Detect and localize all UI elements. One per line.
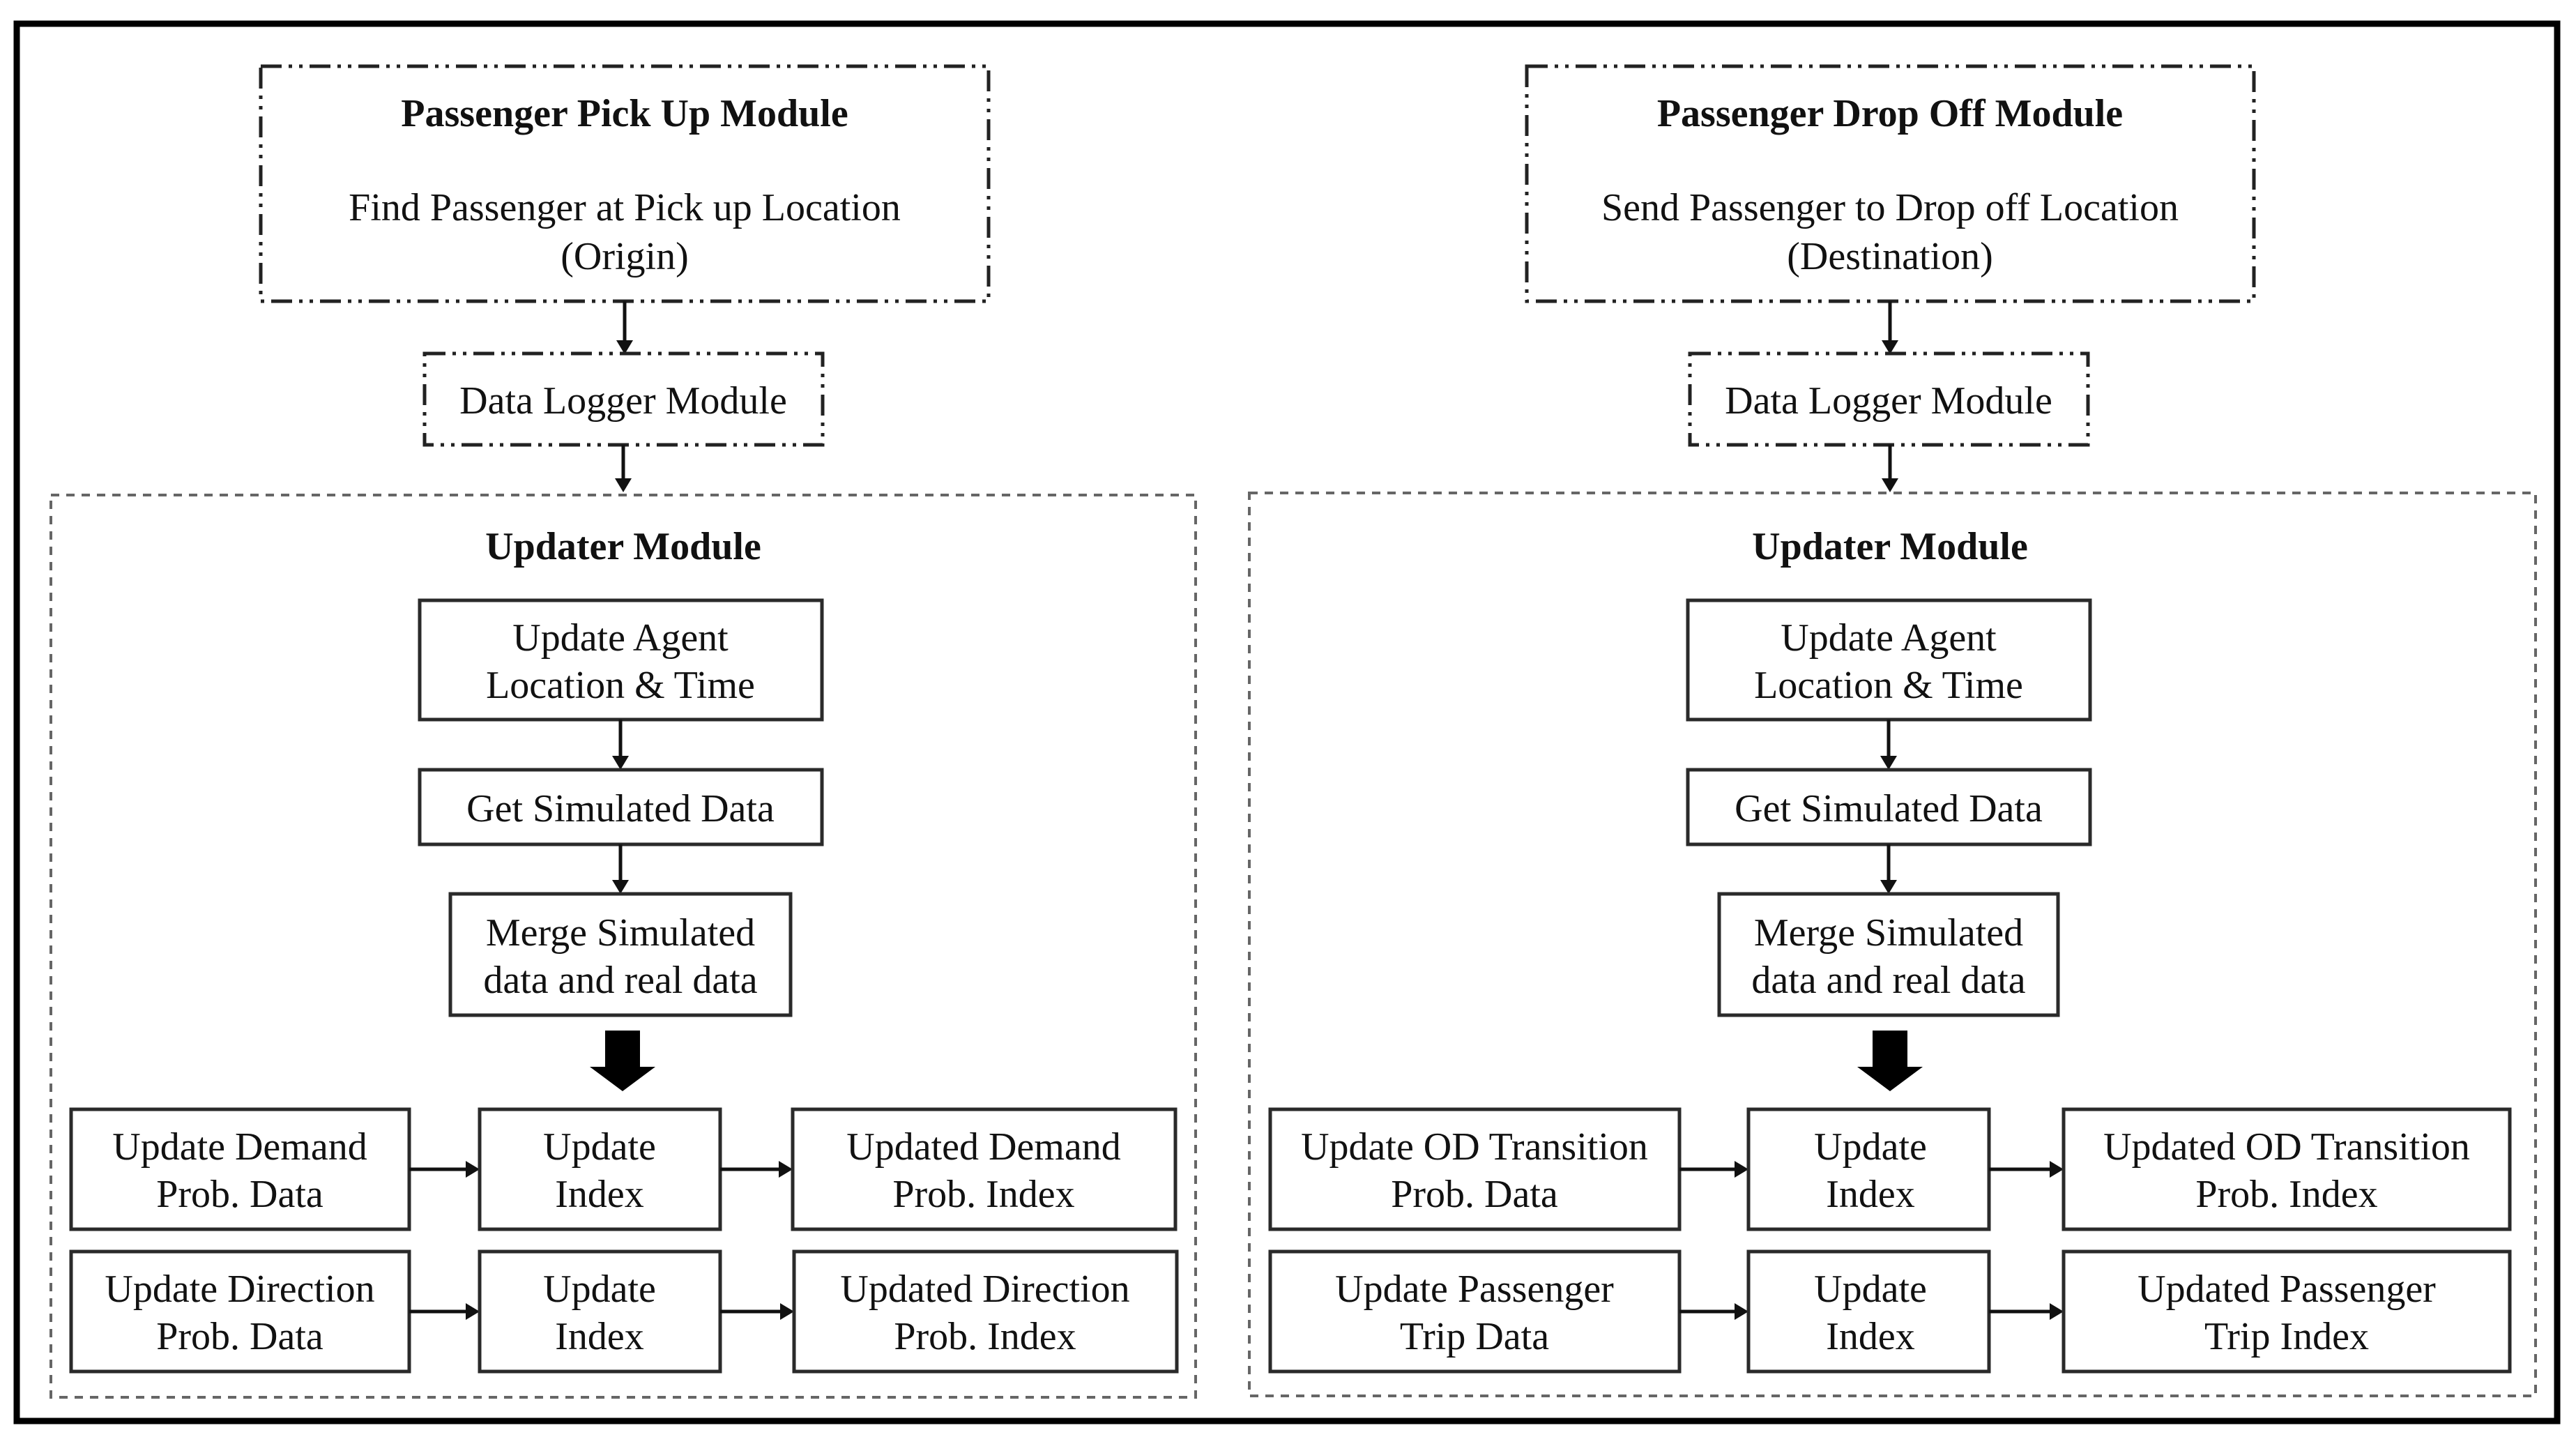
right-row1-source-box — [1268, 1107, 1682, 1231]
right-merge-box — [1717, 892, 2060, 1017]
drop-off-module: Passenger Drop Off Module Send Passenger… — [1525, 64, 2256, 303]
right-row2-arrowhead-a — [1735, 1303, 1748, 1320]
right-row1-middle-line1: Update — [1814, 1125, 1927, 1169]
right-arrowhead-agent-to-get — [1880, 756, 1897, 770]
left-row1-middle-line2: Index — [555, 1173, 644, 1216]
drop-off-module-box — [1525, 64, 2256, 303]
left-row2-result-line1: Updated Direction — [840, 1268, 1129, 1311]
left-row1-result-box — [791, 1107, 1178, 1231]
left-row1-arrowhead-b — [779, 1161, 793, 1178]
right-row2-result-box — [2061, 1249, 2512, 1374]
left-data-logger-label: Data Logger Module — [459, 379, 787, 423]
left-row2-middle-line1: Update — [543, 1268, 656, 1311]
right-updater-module: Updater Module Update Agent Location & T… — [1248, 492, 2537, 1397]
right-row2-middle-box — [1746, 1249, 1991, 1374]
right-updater-container — [1248, 492, 2537, 1397]
right-get-simulated-box — [1686, 768, 2092, 846]
left-update-agent-box — [418, 598, 824, 722]
left-row1-middle-box — [478, 1107, 722, 1231]
left-row2-arrowhead-b — [780, 1303, 794, 1320]
left-row2-result-line2: Prob. Index — [894, 1315, 1076, 1358]
right-row2-middle-line2: Index — [1826, 1315, 1915, 1358]
left-row1-source-line1: Update Demand — [112, 1125, 367, 1169]
left-row2-arrowhead-a — [466, 1303, 480, 1320]
left-get-simulated-label: Get Simulated Data — [466, 787, 775, 830]
left-big-down-arrow — [590, 1031, 655, 1091]
left-arrowhead-get-to-merge — [612, 880, 629, 894]
right-row2-source-box — [1268, 1249, 1682, 1374]
left-row2-source-line2: Prob. Data — [156, 1315, 323, 1358]
pick-up-module-description: Find Passenger at Pick up Location — [349, 186, 901, 229]
right-updater-title: Updater Module — [1752, 525, 2028, 568]
drop-off-module-destination: (Destination) — [1787, 235, 1992, 278]
left-merge-box — [448, 892, 793, 1017]
right-arrowhead-get-to-merge — [1880, 880, 1897, 894]
arrowhead-logger-to-updater — [615, 478, 632, 492]
left-row2-source-box — [69, 1249, 411, 1374]
right-row1-source-line1: Update OD Transition — [1301, 1125, 1648, 1169]
right-merge-line2: data and real data — [1751, 959, 2025, 1002]
left-updater-module: Updater Module Update Agent Location & T… — [49, 494, 1197, 1399]
left-data-logger: Data Logger Module — [422, 351, 825, 447]
left-row1-arrowhead-a — [466, 1161, 480, 1178]
left-row2-source-line1: Update Direction — [105, 1268, 374, 1311]
right-row1-source-line2: Prob. Data — [1391, 1173, 1558, 1216]
right-data-logger-label: Data Logger Module — [1725, 379, 2052, 423]
drop-off-module-title: Passenger Drop Off Module — [1657, 92, 2123, 135]
right-update-agent-line2: Location & Time — [1754, 664, 2023, 707]
left-row1-source-line2: Prob. Data — [156, 1173, 323, 1216]
right-row1-arrowhead-a — [1735, 1161, 1748, 1178]
pick-up-module: Passenger Pick Up Module Find Passenger … — [259, 64, 991, 303]
left-get-simulated-box — [418, 768, 824, 846]
right-row1-result-line2: Prob. Index — [2195, 1173, 2377, 1216]
right-big-down-arrow — [1857, 1031, 1923, 1091]
drop-off-module-description: Send Passenger to Drop off Location — [1601, 186, 2179, 229]
arrowhead-right-logger-to-updater — [1882, 478, 1898, 492]
left-panel: Passenger Pick Up Module Find Passenger … — [49, 64, 1197, 1399]
left-update-agent-line2: Location & Time — [486, 664, 755, 707]
left-row2-middle-line2: Index — [555, 1315, 644, 1358]
left-row1-result-line2: Prob. Index — [892, 1173, 1074, 1216]
right-row1-arrowhead-b — [2050, 1161, 2064, 1178]
right-row1-middle-box — [1746, 1107, 1991, 1231]
arrowhead-pickup-to-logger — [616, 340, 633, 354]
pick-up-module-origin: (Origin) — [561, 235, 689, 278]
right-panel: Passenger Drop Off Module Send Passenger… — [1248, 64, 2537, 1397]
left-update-agent-line1: Update Agent — [512, 616, 729, 660]
left-updater-title: Updater Module — [485, 525, 761, 568]
right-update-agent-line1: Update Agent — [1781, 616, 1997, 660]
pick-up-module-title: Passenger Pick Up Module — [401, 92, 848, 135]
right-data-logger-box — [1688, 351, 2090, 447]
left-data-logger-box — [422, 351, 825, 447]
left-updater-container — [49, 494, 1197, 1399]
left-arrowhead-agent-to-get — [612, 756, 629, 770]
right-row2-middle-line1: Update — [1814, 1268, 1927, 1311]
right-row1-middle-line2: Index — [1826, 1173, 1915, 1216]
right-row1-result-line1: Updated OD Transition — [2103, 1125, 2470, 1169]
left-row1-middle-line1: Update — [543, 1125, 656, 1169]
left-row2-middle-box — [478, 1249, 722, 1374]
left-merge-line1: Merge Simulated — [486, 911, 755, 955]
left-row2-result-box — [792, 1249, 1179, 1374]
right-row2-result-line1: Updated Passenger — [2137, 1268, 2436, 1311]
right-row2-result-line2: Trip Index — [2204, 1315, 2369, 1358]
right-row1-result-box — [2061, 1107, 2512, 1231]
pick-up-module-box — [259, 64, 991, 303]
right-row2-source-line2: Trip Data — [1400, 1315, 1549, 1358]
right-merge-line1: Merge Simulated — [1754, 911, 2023, 955]
arrowhead-dropoff-to-logger — [1882, 340, 1898, 354]
right-get-simulated-label: Get Simulated Data — [1735, 787, 2043, 830]
left-row1-result-line1: Updated Demand — [846, 1125, 1120, 1169]
right-data-logger: Data Logger Module — [1688, 351, 2090, 447]
right-row2-arrowhead-b — [2050, 1303, 2064, 1320]
left-row1-source-box — [69, 1107, 411, 1231]
right-row2-source-line1: Update Passenger — [1335, 1268, 1614, 1311]
left-merge-line2: data and real data — [483, 959, 757, 1002]
